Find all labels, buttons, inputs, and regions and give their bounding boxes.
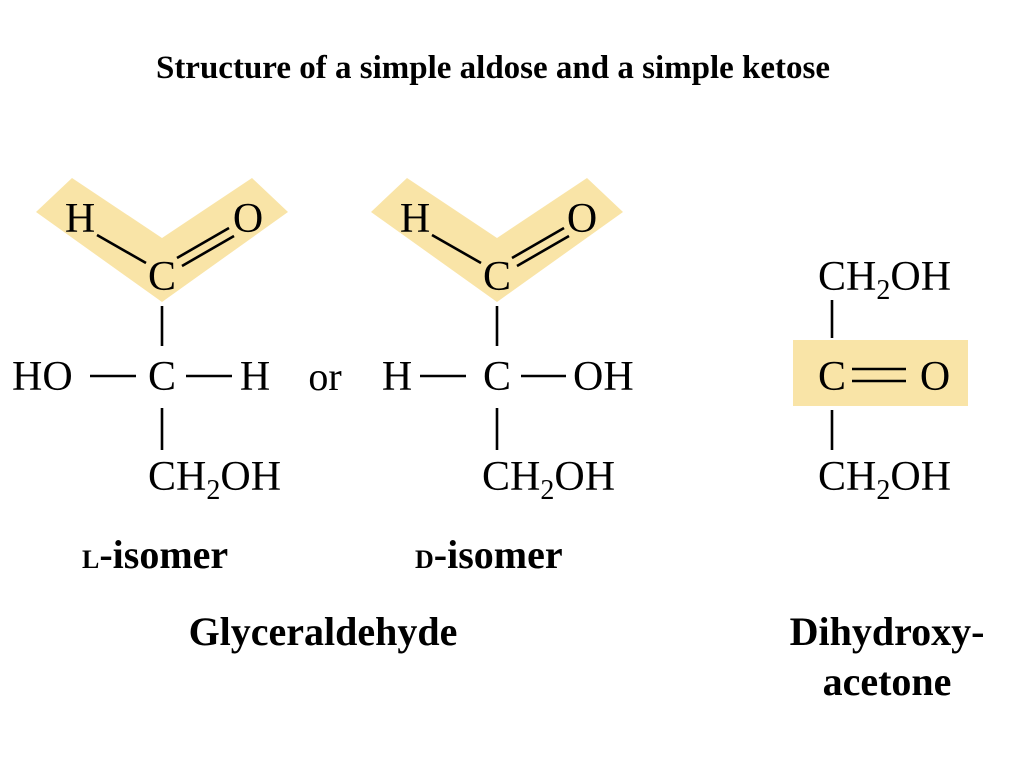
single-bond: [431, 233, 482, 265]
dihydroxyacetone-name-line1: Dihydroxy-: [790, 609, 985, 654]
glyceraldehyde-name: Glyceraldehyde: [189, 609, 458, 654]
d-isomer-label: D-isomer: [415, 532, 563, 577]
d-glyceraldehyde-structure: H O C H C OH CH2OH D-isomer: [371, 178, 634, 577]
right-substituent: H: [240, 354, 270, 400]
left-substituent: H: [382, 354, 412, 400]
formula-tail: OH: [890, 254, 951, 300]
aldehyde-group-highlight: [36, 178, 288, 302]
isomer-prefix: D: [415, 545, 434, 574]
isomer-suffix: -isomer: [99, 532, 228, 577]
aldehyde-oxygen: O: [233, 196, 263, 242]
formula-main: CH: [818, 454, 876, 500]
carbonyl-oxygen: O: [920, 354, 950, 400]
double-bond: [176, 226, 235, 268]
aldehyde-oxygen: O: [567, 196, 597, 242]
single-bond: [96, 233, 147, 265]
formula-main: CH: [148, 454, 206, 500]
double-bond-line: [511, 226, 565, 260]
double-bond-line: [181, 234, 235, 268]
right-substituent: OH: [573, 354, 634, 400]
hydroxymethyl-group: CH2OH: [818, 454, 951, 506]
l-isomer-label: L-isomer: [82, 532, 228, 577]
chiral-carbon: C: [483, 354, 511, 400]
l-glyceraldehyde-structure: H O C HO C H CH2OH L-isomer: [12, 178, 288, 577]
dihydroxyacetone-name-line2: acetone: [823, 659, 952, 704]
double-bond: [852, 367, 906, 383]
formula-subscript: 2: [876, 275, 890, 306]
formula-main: CH: [482, 454, 540, 500]
double-bond: [511, 226, 570, 268]
double-bond-line: [516, 234, 570, 268]
slide-title: Structure of a simple aldose and a simpl…: [156, 50, 830, 86]
hydroxymethyl-group: CH2OH: [482, 454, 615, 506]
dihydroxyacetone-structure: CH2OH C O CH2OH Dihydroxy- acetone: [790, 254, 985, 704]
double-bond-line: [176, 226, 230, 260]
formula-tail: OH: [890, 454, 951, 500]
isomer-prefix: L: [82, 545, 99, 574]
hydroxymethyl-group: CH2OH: [148, 454, 281, 506]
formula-subscript: 2: [876, 475, 890, 506]
formula-tail: OH: [554, 454, 615, 500]
aldehyde-group-highlight: [371, 178, 623, 302]
hydroxymethyl-group: CH2OH: [818, 254, 951, 306]
aldehyde-hydrogen: H: [400, 196, 430, 242]
carbonyl-carbon: C: [818, 354, 846, 400]
or-connector: or: [308, 354, 341, 399]
formula-tail: OH: [220, 454, 281, 500]
formula-subscript: 2: [206, 475, 220, 506]
left-substituent: HO: [12, 354, 73, 400]
isomer-suffix: -isomer: [434, 532, 563, 577]
aldehyde-hydrogen: H: [65, 196, 95, 242]
chiral-carbon: C: [148, 354, 176, 400]
aldehyde-carbon: C: [483, 254, 511, 300]
formula-subscript: 2: [540, 475, 554, 506]
aldehyde-carbon: C: [148, 254, 176, 300]
ketone-group-highlight: [793, 340, 968, 406]
formula-main: CH: [818, 254, 876, 300]
